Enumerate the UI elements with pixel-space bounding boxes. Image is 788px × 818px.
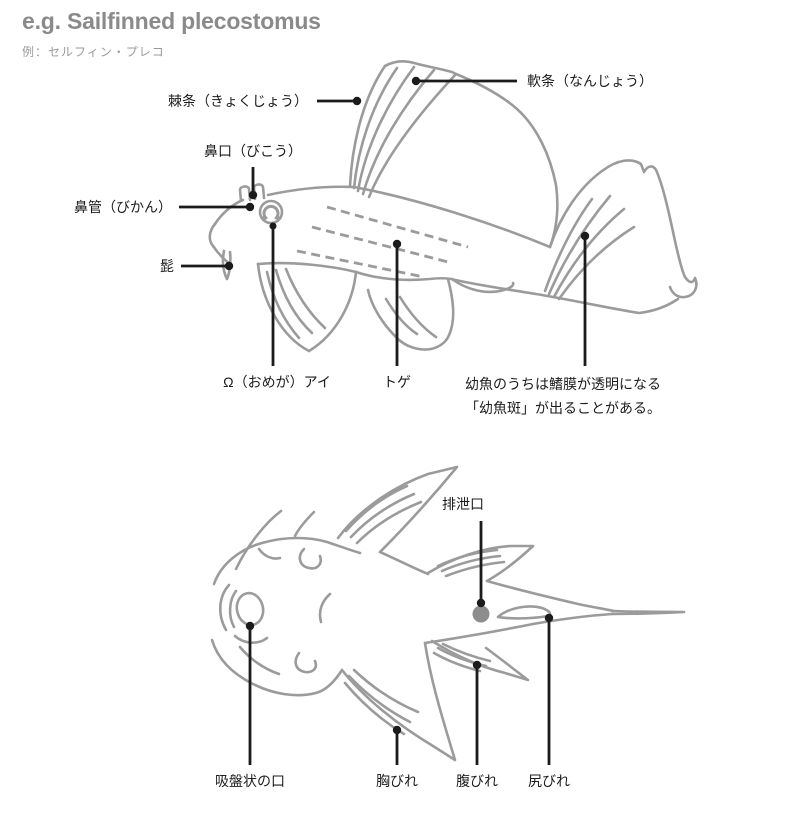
head-wrinkle [298, 547, 323, 570]
head-wrinkle [294, 651, 318, 674]
label-sucker-mouth: 吸盤状の口 [215, 773, 285, 789]
juvenile-note-line1: 幼魚のうちは鰭膜が透明になる [465, 376, 661, 392]
pelvic-fin-ray [440, 554, 502, 573]
pectoral-fin-ray [355, 500, 423, 545]
label-soft-ray: 軟条（なんじょう） [527, 73, 653, 89]
label-barbel: 髭 [160, 258, 174, 274]
dorsal-fin-ray [356, 65, 416, 193]
leader-lines [179, 76, 590, 765]
dorsal-fin-ray [352, 66, 399, 190]
pelvic-fin-near [366, 277, 455, 351]
pectoral-fin-side [307, 270, 358, 353]
head-outline-bottom [210, 638, 344, 697]
pelvic-fin-ray [384, 297, 419, 336]
pectoral-fin-ray [347, 674, 412, 724]
label-nasal-tube: 鼻管（びかん） [74, 199, 172, 215]
pectoral-fin-side [256, 261, 358, 274]
caudal-fin-ray [543, 197, 594, 293]
caudal-fin-outline [548, 159, 698, 299]
leader-dot [392, 239, 402, 249]
whisker [238, 645, 281, 676]
dorsal-fin-outline [383, 60, 559, 249]
body-edge-bottom [423, 612, 614, 645]
pectoral-fin-ray [344, 484, 409, 533]
leader-dot [248, 190, 258, 200]
pectoral-fin-ray [274, 268, 314, 335]
nasal-tube-shape [238, 185, 252, 203]
mouth-lip-arc [219, 583, 231, 632]
tail-tip [610, 609, 686, 616]
dorsal-fin-ray [367, 72, 458, 199]
dorsal-fin-ray [361, 68, 436, 196]
caudal-fin-ray [557, 225, 636, 301]
pectoral-fin-ray [352, 668, 420, 714]
mouth-lip-arc [228, 589, 238, 629]
head-front [208, 222, 232, 266]
spine-row [296, 249, 425, 279]
leader-dot [245, 621, 255, 631]
label-nostril: 鼻口（びこう） [204, 143, 302, 159]
page-title: e.g. Sailfinned plecostomus [22, 8, 321, 34]
pectoral-fin-ray [265, 270, 301, 340]
vent-opening [472, 605, 490, 623]
side-view-fish [208, 60, 698, 353]
spine-row [326, 205, 469, 249]
leader-dot [245, 202, 255, 212]
leader-dot [352, 96, 362, 106]
label-spiny-ray: 棘条（きょくじょう） [168, 93, 308, 109]
leader-dot [269, 222, 277, 230]
leader-dot [476, 598, 486, 608]
whisker [293, 510, 316, 538]
leader-dot [544, 613, 554, 623]
head-top [213, 198, 245, 226]
head-outline-top [212, 536, 362, 586]
spine-row [311, 225, 453, 265]
label-juvenile-note: 幼魚のうちは鰭膜が透明になる 「幼魚斑」が出ることがある。 [465, 372, 661, 420]
pectoral-fin-ray [349, 492, 416, 539]
body-edge-top [485, 579, 616, 613]
head-wrinkle [318, 592, 332, 624]
page-subtitle: 例：セルフィン・プレコ [22, 45, 165, 59]
pectoral-fin-top [336, 465, 459, 554]
belly-line [354, 270, 680, 315]
barbel-shape [221, 249, 232, 281]
pelvic-fin-ray [441, 642, 492, 663]
anal-fin-shape [496, 605, 552, 620]
caudal-fin-ray [547, 194, 612, 296]
pelvic-fin-ray [398, 295, 438, 339]
juvenile-note-line2: 「幼魚斑」が出ることがある。 [465, 400, 661, 416]
head-wrinkle [257, 547, 282, 560]
pectoral-fin-bottom [340, 641, 457, 762]
pelvic-fin-bottom [430, 639, 530, 682]
label-anal-fin: 尻びれ [528, 773, 570, 789]
pelvic-fin-ray [436, 548, 499, 568]
body-edge-top [378, 550, 430, 576]
pelvic-fin-ray [444, 560, 506, 578]
leader-dot [580, 231, 590, 241]
leader-dot [392, 725, 402, 735]
omega-iris [260, 204, 282, 220]
eye-outline [258, 199, 284, 225]
label-omega-eye: Ω（おめが）アイ [223, 374, 331, 390]
pectoral-fin-side [256, 262, 311, 353]
dorsal-fin-ray [348, 64, 387, 188]
label-vent: 排泄口 [442, 496, 484, 512]
whisker [234, 509, 283, 571]
label-pectoral-fin: 胸びれ [376, 773, 418, 789]
leader-dot [411, 76, 421, 86]
label-pelvic-fin: 腹びれ [456, 773, 498, 789]
pectoral-fin-ray [284, 267, 327, 330]
leader-dot [472, 660, 482, 670]
body-back-line [266, 185, 552, 249]
leader-dot [224, 261, 234, 271]
label-spines: トゲ [383, 374, 411, 390]
pelvic-fin-ray [436, 646, 488, 668]
